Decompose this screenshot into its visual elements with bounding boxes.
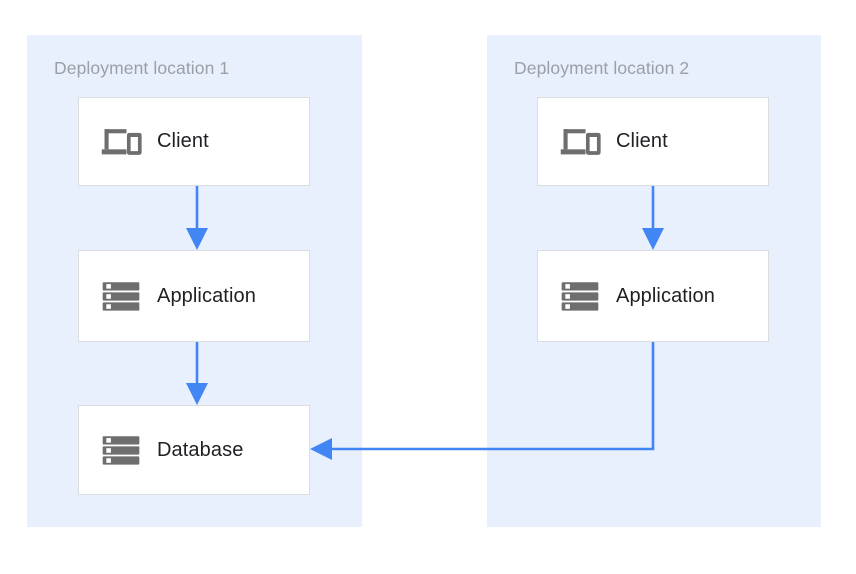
node-client-1[interactable]: Client [78, 97, 310, 186]
node-application-2[interactable]: Application [537, 250, 769, 342]
node-client-2-label: Client [616, 130, 668, 152]
server-icon [102, 436, 140, 465]
devices-icon [101, 128, 142, 155]
node-application-2-label: Application [616, 284, 715, 307]
node-client-1-label: Client [157, 130, 209, 152]
zone-1-label: Deployment location 1 [54, 58, 230, 78]
server-icon [561, 282, 599, 311]
devices-icon [560, 128, 601, 155]
node-database-1[interactable]: Database [78, 405, 310, 495]
node-application-1[interactable]: Application [78, 250, 310, 342]
zone-2-label: Deployment location 2 [514, 58, 690, 78]
node-application-1-label: Application [157, 284, 256, 307]
node-client-2[interactable]: Client [537, 97, 769, 186]
server-icon [102, 282, 140, 311]
node-database-1-label: Database [157, 438, 244, 461]
